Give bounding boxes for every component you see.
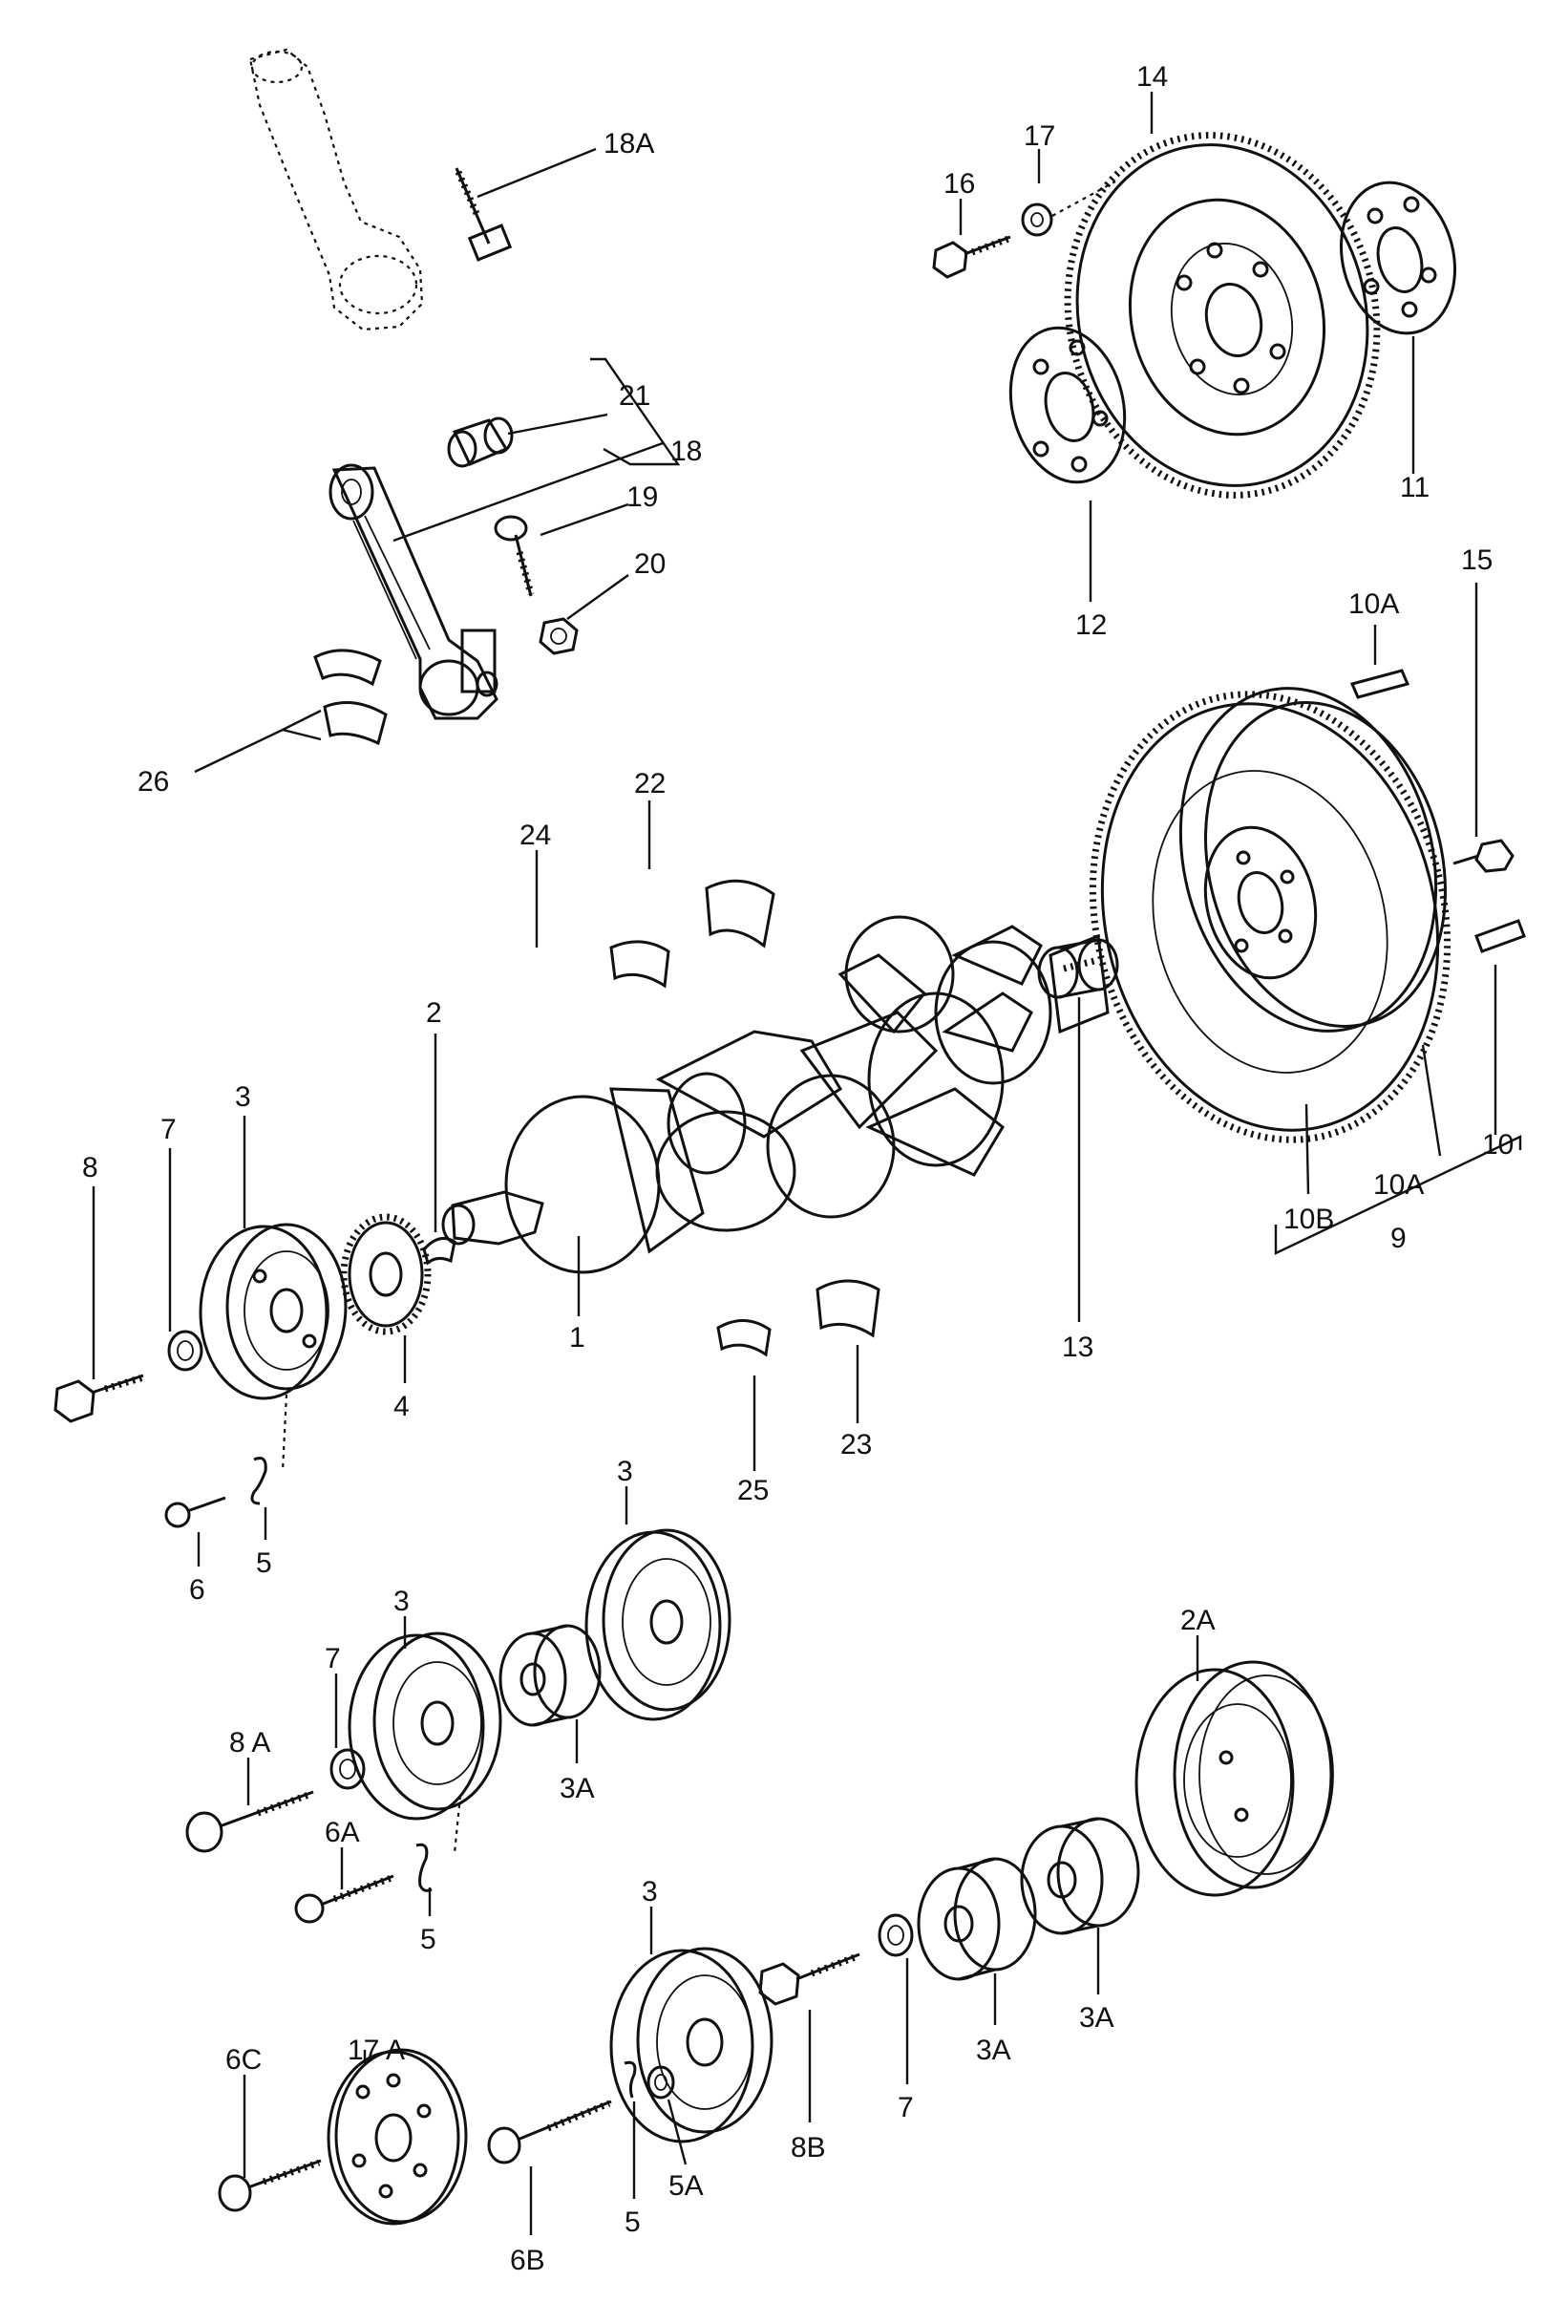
- bolt-8A: [185, 1790, 314, 1853]
- label-5A: 5A: [668, 2170, 704, 2202]
- label-10A-bottom: 10A: [1373, 1169, 1424, 1201]
- label-14: 14: [1136, 61, 1168, 93]
- label-8: 8: [82, 1152, 98, 1183]
- dowel-pin-10: [1474, 919, 1526, 953]
- bolt-8B: [758, 1952, 860, 2006]
- bolt-6A: [294, 1874, 394, 1924]
- nut-17: [1021, 181, 1116, 237]
- lock-plate-5-mid: [415, 1843, 433, 1892]
- label-8A: 8 A: [229, 1727, 270, 1759]
- label-5-low: 5: [625, 2207, 641, 2238]
- pulley-3-top: [199, 1223, 348, 1472]
- washer-11: [1339, 181, 1457, 335]
- label-19: 19: [626, 481, 658, 513]
- label-21: 21: [619, 380, 650, 412]
- lock-plate-5-low: [624, 2060, 637, 2099]
- bolt-16: [932, 235, 1011, 279]
- dowel-pin-10A: [1349, 669, 1410, 699]
- washer-7-mid: [329, 1748, 366, 1790]
- label-24: 24: [519, 820, 551, 851]
- label-18A: 18A: [604, 128, 654, 160]
- pulley-2A: [1134, 1660, 1334, 1897]
- pulley-3-mid-right: [584, 1528, 731, 1721]
- spacer-3A-mid: [498, 1624, 602, 1727]
- label-3A-low-right: 3A: [1079, 2002, 1114, 2034]
- label-2A: 2A: [1180, 1605, 1216, 1636]
- timing-gear-4: [340, 1213, 432, 1335]
- washer-5A: [646, 2065, 675, 2100]
- label-5-mid: 5: [420, 1924, 436, 1955]
- label-5-top: 5: [256, 1547, 272, 1579]
- bearing-shells-26: [313, 649, 388, 746]
- label-8B: 8B: [791, 2132, 826, 2164]
- label-4: 4: [393, 1391, 410, 1422]
- bolt-6C: [218, 2159, 322, 2212]
- label-3-low: 3: [642, 1876, 658, 1908]
- main-bearing-shells-22-24: [609, 879, 880, 1357]
- label-2: 2: [426, 997, 442, 1029]
- flywheel-14: [1064, 132, 1381, 499]
- bolt-6: [164, 1496, 226, 1528]
- label-6C: 6C: [225, 2044, 262, 2076]
- label-7-mid: 7: [325, 1643, 341, 1674]
- hub-17A: [327, 2048, 468, 2226]
- label-15: 15: [1461, 544, 1493, 576]
- label-13: 13: [1062, 1332, 1093, 1363]
- leader-lines: [92, 92, 1522, 2235]
- label-25: 25: [737, 1475, 769, 1506]
- rod-bolt-19: [494, 515, 535, 597]
- spacer-3A-low-right: [1020, 1817, 1140, 1935]
- label-3-mid-right: 3: [617, 1456, 633, 1487]
- label-26: 26: [138, 766, 169, 798]
- part-number-labels: 18A 14 17 16 21 18 19 20 11 12 10A 15 26…: [82, 61, 1514, 2276]
- bolt-6B: [487, 2100, 612, 2164]
- label-17: 17: [1024, 120, 1055, 152]
- flywheel-assembly-9: [1089, 687, 1451, 1143]
- pulley-3-low: [609, 1947, 773, 2143]
- label-9: 9: [1390, 1223, 1407, 1254]
- label-6A: 6A: [325, 1817, 360, 1848]
- connecting-rod-dotted-outline: [248, 48, 424, 331]
- label-3A-low-left: 3A: [976, 2035, 1011, 2066]
- label-17A: 17 A: [348, 2035, 405, 2066]
- connecting-rod-18: [328, 463, 498, 720]
- label-20: 20: [634, 548, 666, 580]
- label-10B: 10B: [1283, 1204, 1334, 1235]
- label-22: 22: [634, 768, 666, 800]
- lock-plate-5-top: [250, 1457, 267, 1505]
- bolt-15: [1452, 839, 1515, 873]
- bolt-8: [53, 1374, 145, 1423]
- label-18: 18: [670, 436, 702, 467]
- label-10: 10: [1482, 1129, 1514, 1161]
- label-12: 12: [1075, 609, 1107, 641]
- label-3A-mid: 3A: [560, 1773, 595, 1804]
- rod-bolt-18A: [455, 167, 513, 262]
- label-7-low: 7: [898, 2092, 914, 2123]
- washer-7-top: [167, 1330, 203, 1372]
- washer-7-low: [878, 1913, 914, 1957]
- washer-12: [1008, 326, 1127, 484]
- label-1: 1: [569, 1322, 585, 1354]
- label-3-mid-left: 3: [393, 1586, 410, 1617]
- label-11: 11: [1400, 472, 1430, 503]
- label-7-top: 7: [160, 1114, 177, 1145]
- spacer-3A-low-left: [917, 1857, 1037, 1981]
- pulley-3-mid-left: [348, 1631, 502, 1854]
- label-6B: 6B: [510, 2245, 545, 2276]
- bush-21: [447, 416, 514, 468]
- nut-20: [539, 617, 579, 655]
- woodruff-key-2: [422, 1236, 456, 1266]
- label-6: 6: [189, 1574, 205, 1606]
- label-3-top: 3: [235, 1081, 251, 1113]
- crankshaft-1: [441, 915, 1110, 1274]
- label-10A-top: 10A: [1348, 588, 1399, 620]
- label-23: 23: [840, 1429, 872, 1460]
- label-16: 16: [943, 168, 975, 200]
